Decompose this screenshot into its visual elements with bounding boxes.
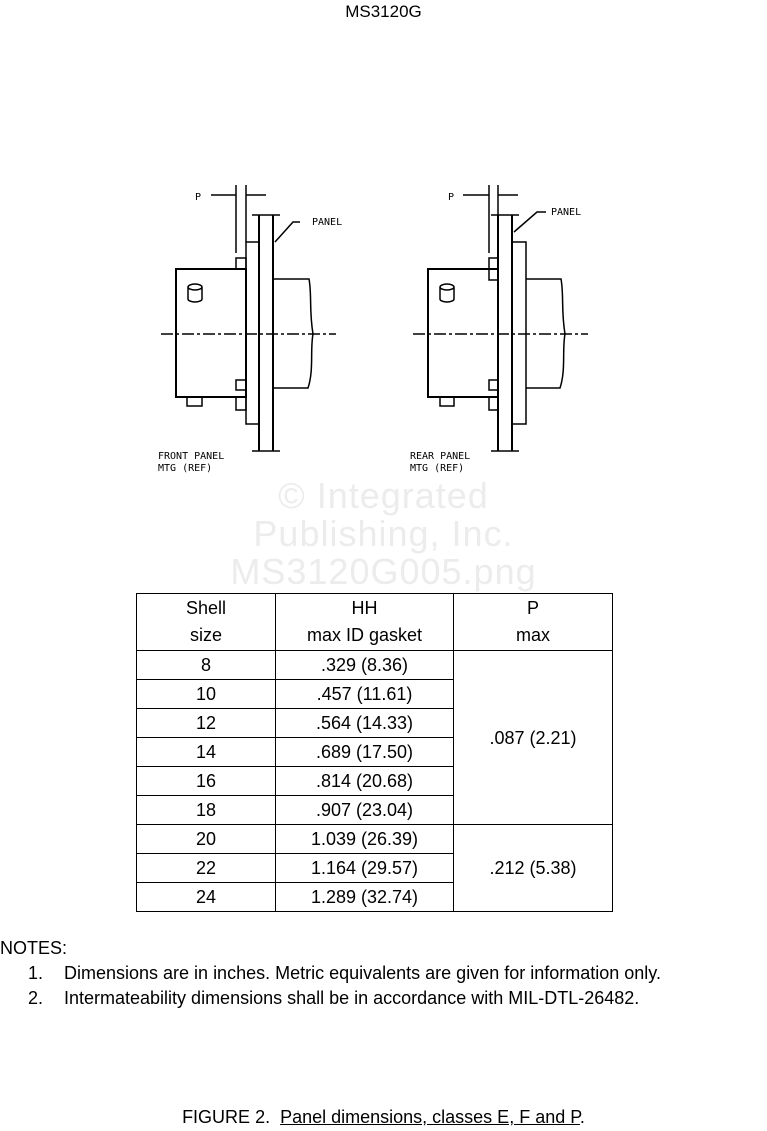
note-number: 2. — [28, 988, 44, 1008]
table-cell: .564 (14.33) — [275, 708, 454, 738]
table-cell: 24 — [136, 882, 276, 912]
panel-label: PANEL — [312, 217, 342, 228]
table-cell: 1.164 (29.57) — [275, 853, 454, 883]
table-cell: 22 — [136, 853, 276, 883]
table-cell: .457 (11.61) — [275, 679, 454, 709]
view-caption: REAR PANEL — [410, 451, 470, 462]
table-row: 18.907 (23.04) — [136, 795, 613, 825]
table-cell: 1.039 (26.39) — [275, 824, 454, 854]
table-cell: .814 (20.68) — [275, 766, 454, 796]
dimension-label: P — [195, 192, 201, 203]
note-text: Intermateability dimensions shall be in … — [64, 988, 640, 1008]
table-cell: .689 (17.50) — [275, 737, 454, 767]
table-cell: 12 — [136, 708, 276, 738]
table-cell: .907 (23.04) — [275, 795, 454, 825]
notes-heading: NOTES: — [0, 938, 68, 958]
note-number: 1. — [28, 963, 44, 983]
dimension-label: P — [448, 192, 454, 203]
watermark: © Integrated Publishing, Inc. MS3120G005… — [0, 477, 767, 591]
rear-panel-view: P PANEL REAR PANEL MTG (REF) — [410, 185, 588, 474]
table-row: 10.457 (11.61) — [136, 679, 613, 709]
table-cell: 20 — [136, 824, 276, 854]
view-caption: MTG (REF) — [410, 463, 464, 474]
watermark-line: Publishing, Inc. — [253, 513, 514, 554]
note-text: Dimensions are in inches. Metric equival… — [64, 963, 661, 983]
table-cell: 18 — [136, 795, 276, 825]
view-caption: FRONT PANEL — [158, 451, 224, 462]
table-row: 12.564 (14.33) — [136, 708, 613, 738]
view-caption: MTG (REF) — [158, 463, 212, 474]
table-cell: 8 — [136, 650, 276, 680]
table-cell: 14 — [136, 737, 276, 767]
watermark-line: © Integrated — [278, 475, 489, 516]
table-row: 8.329 (8.36).087 (2.21) — [136, 650, 613, 825]
table-cell: .329 (8.36) — [275, 650, 454, 680]
figure-caption: FIGURE 2. Panel dimensions, classes E, F… — [182, 1107, 585, 1127]
p-value-group: .087 (2.21) — [453, 650, 613, 825]
panel-mounting-drawing: P PANEL FRONT PANEL MTG (REF) P PANEL RE… — [158, 185, 588, 474]
table-row: 14.689 (17.50) — [136, 737, 613, 767]
table-cell: 16 — [136, 766, 276, 796]
table-cell: 1.289 (32.74) — [275, 882, 454, 912]
p-value-group: .212 (5.38) — [453, 824, 613, 912]
table-cell: 10 — [136, 679, 276, 709]
document-id: MS3120G — [345, 2, 422, 21]
table-row: 16.814 (20.68) — [136, 766, 613, 796]
watermark-line: MS3120G005.png — [230, 551, 537, 592]
front-panel-view: P PANEL FRONT PANEL MTG (REF) — [158, 185, 342, 474]
panel-label: PANEL — [551, 207, 581, 218]
